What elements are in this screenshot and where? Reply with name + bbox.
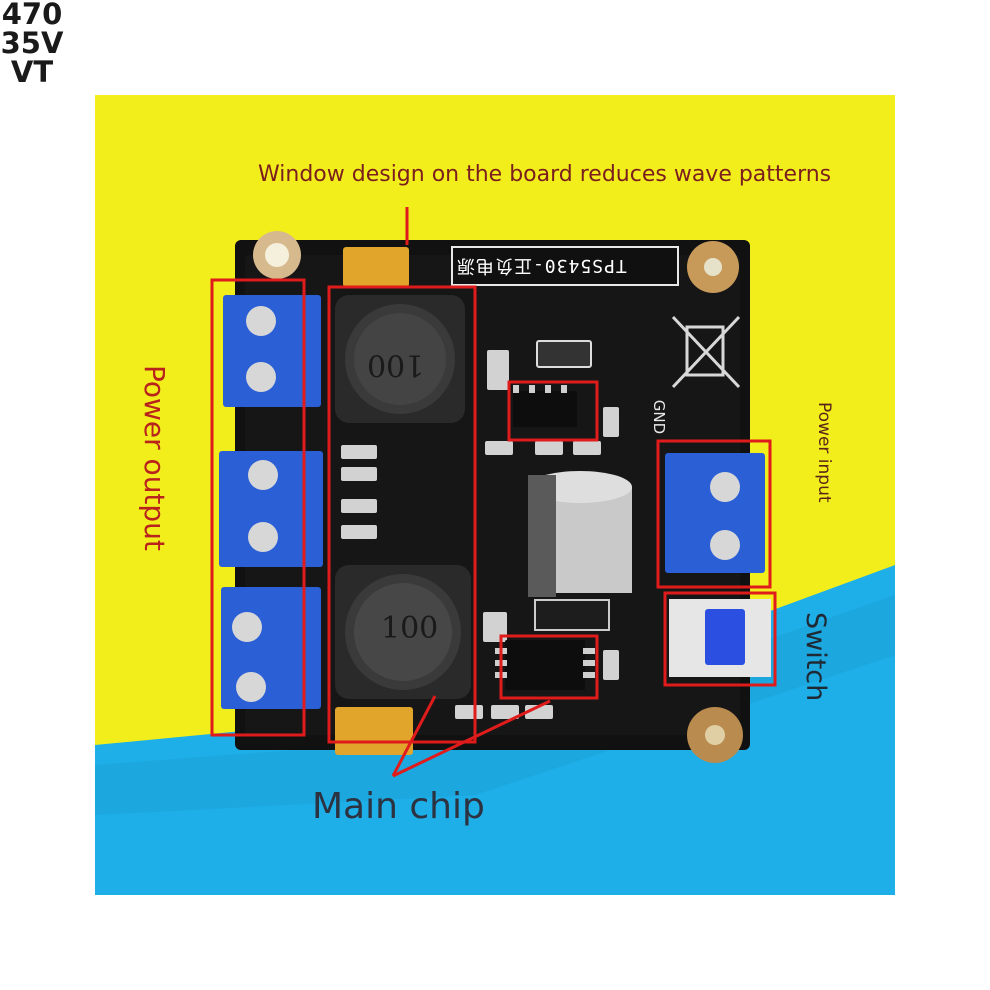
product-photo [95, 95, 895, 895]
gnd-label: GND [650, 399, 669, 435]
highlight-chip-bottom [499, 634, 599, 700]
board-illustration [95, 95, 895, 895]
power-input-annotation: Power input [814, 402, 834, 503]
power-output-annotation: Power output [138, 365, 171, 551]
terminal-block-output-2 [219, 451, 323, 567]
mounting-hole-top-left [253, 231, 301, 279]
recycle-bin-icon [671, 315, 741, 389]
mounting-hole-top-right [687, 241, 739, 293]
inductor-top-label: 100 [367, 347, 425, 382]
switch-annotation: Switch [800, 612, 831, 702]
highlight-power-output [210, 278, 306, 737]
main-chip-annotation: Main chip [312, 786, 485, 827]
highlight-chip-top [507, 380, 599, 442]
chip-model-label: TPS5430-正负电源 [456, 255, 627, 276]
power-switch [669, 599, 771, 677]
highlight-power-input [656, 439, 772, 589]
electrolytic-capacitor [528, 471, 632, 597]
mounting-hole-bottom-right [687, 707, 743, 763]
pointer-lines [391, 207, 551, 778]
capacitor-rating-line: 35V [0, 26, 64, 60]
capacitor-rating-line: 470 [1, 0, 63, 31]
capacitor-rating: 470 35V VT [0, 0, 64, 87]
ic-chip-bottom [495, 640, 595, 690]
terminal-block-output-3 [221, 587, 321, 709]
terminal-block-input [665, 453, 765, 573]
ic-chip-top [513, 385, 577, 427]
inductor-bottom [335, 565, 471, 699]
smd-components [341, 340, 619, 719]
tantalum-capacitor-bottom [335, 707, 413, 755]
chip-label-box [451, 246, 679, 286]
highlight-window [327, 285, 477, 744]
tantalum-capacitor-top [343, 247, 409, 287]
inductor-bottom-label: 100 [381, 611, 439, 646]
capacitor-rating-line: VT [10, 55, 54, 89]
highlight-switch [663, 591, 777, 687]
regulator-chip [534, 599, 610, 631]
terminal-block-output-1 [223, 295, 321, 407]
window-design-annotation: Window design on the board reduces wave … [258, 162, 832, 187]
highlight-boxes [210, 278, 777, 744]
inductor-top [335, 295, 465, 423]
